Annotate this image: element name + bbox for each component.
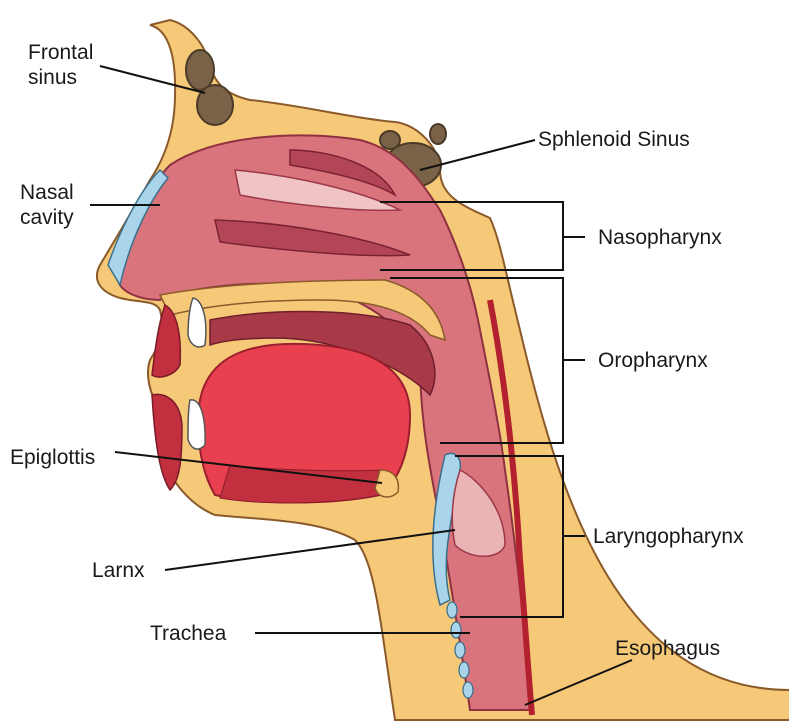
- lower-tooth: [187, 399, 206, 450]
- tongue: [197, 342, 412, 504]
- leader-esophagus: [524, 659, 633, 706]
- leader-larynx: [164, 529, 456, 571]
- leader-lines: [90, 65, 633, 706]
- nasal-cartilage: [107, 168, 170, 287]
- frontal-sinus-upper: [185, 49, 215, 91]
- soft-palate: [209, 310, 436, 397]
- bracket-laryngopharynx: [455, 455, 585, 618]
- bracket-oropharynx: [390, 277, 585, 444]
- sphenoid-sinus-small-2: [429, 123, 447, 145]
- larynx-interior: [451, 468, 506, 557]
- turbinate-middle: [234, 169, 403, 212]
- esophagus-shape: [487, 299, 535, 716]
- lower-lip: [151, 393, 183, 492]
- upper-lip: [151, 303, 182, 378]
- tongue-muscle: [219, 464, 381, 504]
- sphenoid-sinus-small: [379, 130, 401, 150]
- leader-epiglottis: [114, 451, 383, 484]
- label-trachea: Trachea: [150, 622, 227, 645]
- upper-tooth: [187, 297, 207, 348]
- label-nasopharynx: Nasopharynx: [598, 226, 722, 249]
- frontal-sinus-lower: [196, 84, 234, 126]
- leader-sphenoid-sinus: [419, 139, 536, 171]
- label-frontal-sinus: Frontal sinus: [28, 41, 94, 89]
- leader-frontal-sinus: [99, 65, 206, 94]
- label-oropharynx: Oropharynx: [598, 349, 708, 372]
- label-larynx: Larnx: [92, 559, 145, 582]
- epiglottis-shape: [374, 469, 400, 498]
- hard-palate: [158, 279, 446, 342]
- label-sphenoid-sinus: Sphlenoid Sinus: [538, 128, 690, 151]
- label-esophagus: Esophagus: [615, 637, 721, 660]
- larynx-cartilage: [432, 452, 462, 607]
- bracket-nasopharynx: [380, 201, 585, 271]
- turbinate-lower: [214, 219, 411, 257]
- label-nasal-cavity: Nasal cavity: [20, 181, 74, 229]
- turbinate-upper: [289, 149, 397, 197]
- label-laryngopharynx: Laryngopharynx: [593, 525, 744, 548]
- trachea-rings: [446, 601, 474, 699]
- label-epiglottis: Epiglottis: [10, 446, 96, 469]
